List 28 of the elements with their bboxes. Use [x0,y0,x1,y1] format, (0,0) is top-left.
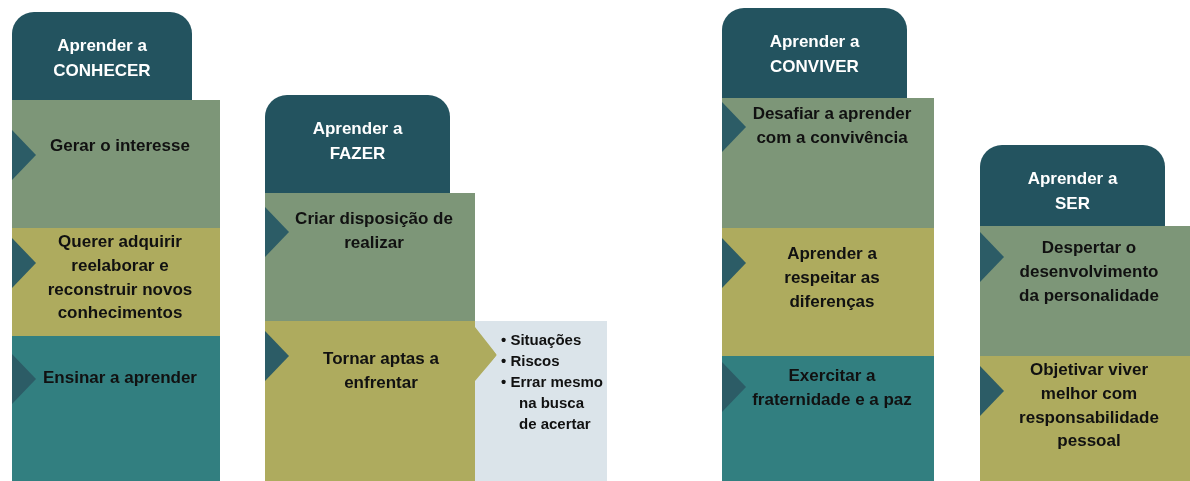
step-panel [12,336,220,481]
step-panel [722,98,934,228]
step-panel [980,226,1190,356]
bullet-list-panel [475,321,607,481]
step-text: Criar disposição de realizar [295,208,453,254]
column-header: Aprender a SER [980,145,1165,226]
step-panel [265,321,497,481]
step-panel [12,100,220,228]
step-text: Tornar aptas a enfrentar [322,348,440,394]
column-header: Aprender a FAZER [265,95,450,193]
step-text: Exercitar a fraternidade e a paz [752,365,912,411]
step-text: Objetivar viver melhor com responsabilidade pessoal [1018,359,1160,453]
column-header: Aprender a CONVIVER [722,8,907,98]
bullet-item: • Errar mesmo na busca de acertar [501,372,603,434]
step-panel [722,228,934,356]
step-panel [722,356,934,481]
step-panel [12,228,220,336]
step-text: Ensinar a aprender [42,367,198,389]
step-panel [980,356,1190,481]
step-text: Gerar o interesse [49,135,191,157]
step-text: Querer adquirir reelaborar e reconstruir novos conhecimentos [46,231,194,325]
bullet-item: • Riscos [501,351,561,371]
step-text: Despertar o desenvolvimento da personalidade [1018,237,1160,307]
column-header: Aprender a CONHECER [12,12,192,100]
bullet-item: • Situações [501,330,583,350]
step-text: Aprender a respeitar as diferenças [783,243,881,313]
step-panel [265,193,475,321]
step-text: Desafiar a aprender com a convivência [752,103,912,149]
